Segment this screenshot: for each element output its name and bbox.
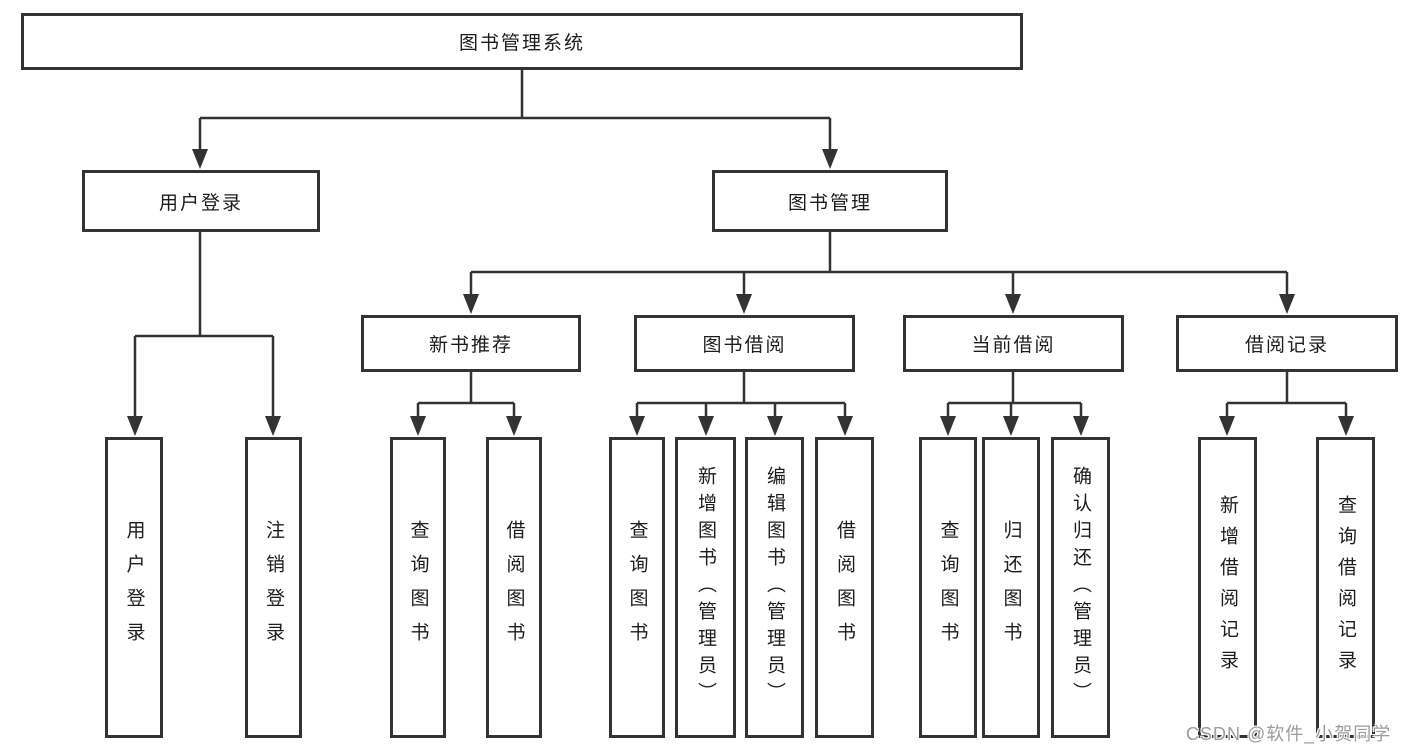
leaf-add-borrow-record: 新增借阅记录 [1198,437,1257,738]
connector-newbookrec-to-leaves [416,372,516,418]
leaf-query-books-borrow: 查询图书 [609,437,665,738]
leaf-borrow-books-recommend-label: 借阅图书 [503,519,525,656]
node-user-login: 用户登录 [82,170,320,232]
node-borrow-record: 借阅记录 [1176,315,1398,372]
leaf-edit-books-admin: 编辑图书（管理员） [745,437,804,738]
leaf-confirm-return-admin: 确认归还（管理员） [1051,437,1110,738]
connector-bookborrow-to-leaves [635,372,847,418]
leaf-user-login: 用户登录 [105,437,163,738]
node-current-borrow: 当前借阅 [903,315,1124,372]
leaf-user-login-label: 用户登录 [123,519,145,656]
node-root-label: 图书管理系统 [458,33,585,54]
connector-userlogin-to-leaves [133,232,275,418]
leaf-borrow-books: 借阅图书 [815,437,874,738]
leaf-edit-books-admin-label: 编辑图书（管理员） [764,466,785,709]
node-book-borrow: 图书借阅 [634,315,855,372]
node-new-book-recommend: 新书推荐 [361,315,581,372]
connector-root-to-level2 [198,70,832,151]
node-book-management: 图书管理 [712,170,948,232]
leaf-query-books-borrow-label: 查询图书 [626,519,648,656]
leaf-query-books-recommend-label: 查询图书 [407,519,429,656]
leaf-query-borrow-record: 查询借阅记录 [1316,437,1375,738]
node-current-borrow-label: 当前借阅 [971,335,1056,356]
leaf-return-books: 归还图书 [982,437,1040,738]
connector-currentborrow-to-leaves [946,372,1083,418]
leaf-confirm-return-admin-label: 确认归还（管理员） [1070,466,1091,709]
leaf-query-books-current-label: 查询图书 [937,519,959,656]
node-book-borrow-label: 图书借阅 [702,335,787,356]
connector-borrowrecord-to-leaves [1225,372,1348,418]
node-borrow-record-label: 借阅记录 [1244,335,1329,356]
node-book-management-label: 图书管理 [787,192,872,214]
node-root: 图书管理系统 [21,13,1023,70]
leaf-return-books-label: 归还图书 [1000,519,1022,656]
leaf-borrow-books-recommend: 借阅图书 [486,437,542,738]
leaf-add-books-admin: 新增图书（管理员） [675,437,736,738]
node-user-login-label: 用户登录 [158,192,243,214]
leaf-add-books-admin-label: 新增图书（管理员） [695,466,716,709]
leaf-logout: 注销登录 [245,437,302,738]
connector-bookmgmt-to-level3 [469,232,1289,296]
leaf-add-borrow-record-label: 新增借阅记录 [1217,494,1238,681]
leaf-logout-label: 注销登录 [263,519,284,656]
leaf-query-books-recommend: 查询图书 [390,437,446,738]
leaf-borrow-books-label: 借阅图书 [834,519,855,656]
leaf-query-borrow-record-label: 查询借阅记录 [1335,494,1356,681]
node-new-book-recommend-label: 新书推荐 [428,335,513,356]
csdn-watermark: CSDN @软件_小贺同学 [1186,724,1392,744]
leaf-query-books-current: 查询图书 [919,437,977,738]
